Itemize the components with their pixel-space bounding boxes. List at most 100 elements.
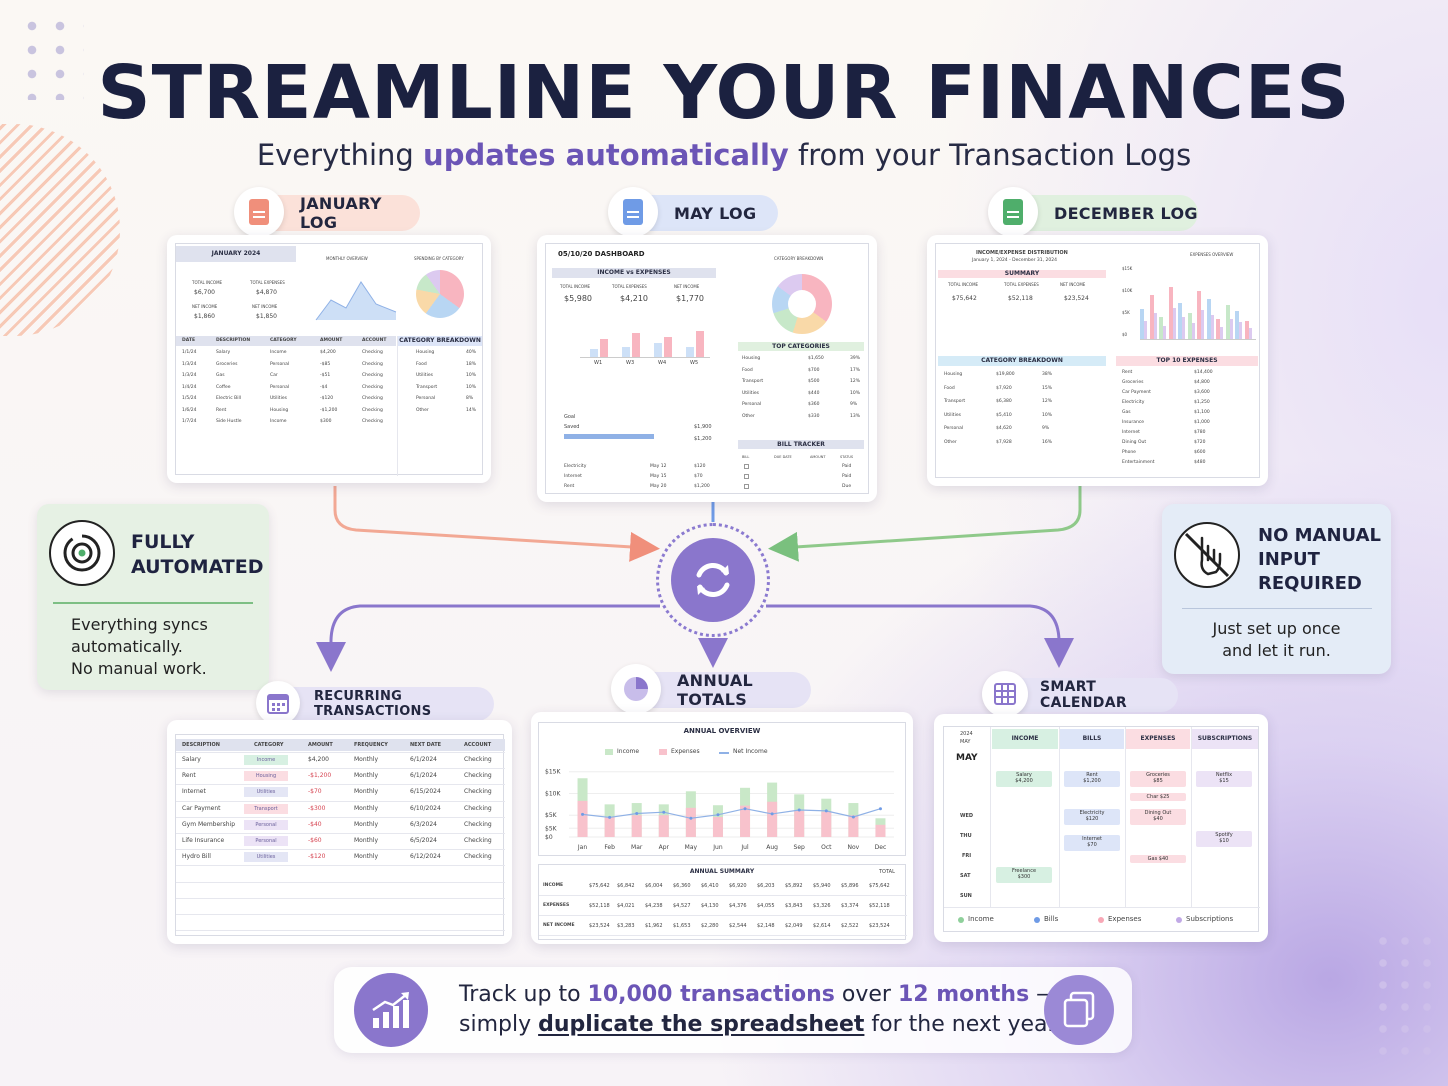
expense-bar	[767, 801, 778, 837]
summary-cell: $6,203	[757, 883, 775, 889]
expense-bar	[1182, 317, 1185, 339]
table-cell: 1/3/24	[182, 373, 197, 378]
expense-amount: $480	[1194, 460, 1206, 465]
table-cell: Monthly	[354, 804, 379, 812]
category-amount: $500	[808, 379, 820, 384]
expense-label: Gas	[1122, 410, 1131, 415]
table-cell: Groceries	[216, 361, 238, 367]
expense-label: Phone	[1122, 450, 1136, 455]
table-cell: -$1,200	[308, 772, 332, 780]
summary-cell: $6,004	[645, 883, 663, 889]
fully-automated-feature: FULLY AUTOMATED Everything syncs automat…	[37, 504, 269, 690]
no-manual-input-feature: NO MANUAL INPUT REQUIRED Just set up onc…	[1162, 504, 1391, 674]
calendar-event[interactable]: Freelance$300	[996, 867, 1052, 883]
calendar-event[interactable]: Groceries$85	[1130, 771, 1186, 787]
x-tick-label: Sep	[794, 844, 806, 851]
calendar-event[interactable]: Internet$70	[1064, 835, 1120, 851]
expense-bar	[1187, 313, 1192, 339]
table-cell: Personal	[270, 361, 290, 367]
summary-cell: $6,842	[617, 883, 635, 889]
december-log-tab[interactable]: DECEMBER LOG	[988, 187, 1198, 237]
grid-icon	[982, 671, 1028, 717]
expense-bar	[685, 807, 696, 837]
expense-bar	[1168, 287, 1173, 339]
expense-bar	[1172, 307, 1176, 339]
calendar-event[interactable]: Dining Out$40	[1130, 809, 1186, 825]
x-tick-label: May	[685, 844, 698, 851]
category-percent: 15%	[1042, 385, 1053, 391]
table-cell: 6/1/2024	[410, 756, 437, 763]
table-cell: Checking	[362, 361, 383, 367]
category-amount: $7,920	[996, 385, 1012, 391]
duplicate-icon[interactable]	[1044, 975, 1114, 1045]
summary-row-label: NET INCOME	[543, 923, 575, 928]
bill-status: Paid	[842, 474, 852, 479]
january-log-tab[interactable]: JANUARY LOG	[234, 187, 420, 237]
category-percent: 38%	[1042, 372, 1053, 377]
column-header: FREQUENCY	[354, 742, 388, 748]
expense-bar	[1244, 321, 1249, 339]
table-cell: 1/7/24	[182, 419, 197, 424]
calendar-event[interactable]: Electricity$120	[1064, 809, 1120, 825]
table-cell: Income	[270, 419, 287, 424]
category-label: Utilities	[742, 390, 759, 396]
bill-checkbox[interactable]	[744, 484, 749, 489]
table-cell: Car	[270, 373, 278, 378]
smart-calendar-tab[interactable]: SMART CALENDAR	[982, 671, 1178, 717]
annual-totals-tab[interactable]: ANNUAL TOTALS	[611, 664, 811, 714]
table-cell: $4,200	[320, 350, 336, 355]
recurring-transactions-tab[interactable]: RECURRING TRANSACTIONS	[256, 681, 494, 725]
summary-cell: $75,642	[869, 883, 890, 889]
bill-checkbox[interactable]	[744, 474, 749, 479]
table-cell: Side Hustle	[216, 419, 242, 424]
expense-bar	[1235, 311, 1239, 339]
summary-cell: $1,962	[645, 923, 663, 929]
summary-cell: $3,374	[841, 903, 859, 909]
calendar-event[interactable]: Char $25	[1130, 793, 1186, 801]
expense-label: Entertainment	[1122, 460, 1155, 465]
table-cell: Personal	[244, 836, 288, 846]
table-cell: Monthly	[354, 820, 379, 828]
expense-bar	[1216, 319, 1220, 339]
expense-amount: $1,250	[1194, 400, 1210, 405]
calendar-event[interactable]: Spotify$10	[1196, 831, 1252, 847]
bill-checkbox[interactable]	[744, 464, 749, 469]
summary-cell: $75,642	[589, 883, 610, 889]
table-cell: Coffee	[216, 384, 231, 390]
december-log-sheet: INCOME/EXPENSE DISTRIBUTION January 1, 2…	[927, 235, 1268, 486]
calendar-event[interactable]: Netflix$15	[1196, 771, 1252, 787]
expense-bar	[1201, 310, 1204, 339]
category-percent: 39%	[850, 356, 861, 361]
expense-bar	[1229, 318, 1233, 339]
table-cell: 6/1/2024	[410, 772, 437, 780]
summary-cell: $6,360	[673, 883, 691, 889]
column-header: CATEGORY	[254, 742, 284, 748]
calendar-event[interactable]: Salary$4,200	[996, 771, 1052, 787]
expense-label: Electricity	[1122, 400, 1145, 405]
summary-cell: $5,940	[813, 883, 831, 889]
table-cell: 6/12/2024	[410, 853, 441, 861]
summary-cell: $4,527	[673, 903, 691, 909]
table-cell: 1/5/24	[182, 396, 197, 401]
calendar-event[interactable]: Gas $40	[1130, 855, 1186, 863]
expense-bar	[1210, 315, 1214, 339]
sheet-icon	[988, 187, 1038, 237]
table-cell: Personal	[270, 384, 290, 390]
growth-chart-icon	[354, 973, 428, 1047]
table-cell: Personal	[244, 819, 288, 830]
category-label: Personal	[742, 402, 762, 407]
column-header: AMOUNT	[320, 338, 343, 343]
table-cell: -$70	[308, 788, 322, 796]
category-label: Other	[416, 407, 429, 413]
column-header: ACCOUNT	[362, 338, 387, 343]
category-percent: 10%	[850, 390, 861, 396]
table-cell: Checking	[464, 853, 492, 861]
table-cell: Monthly	[354, 788, 379, 796]
table-cell: Housing	[244, 771, 288, 782]
column-header: NEXT DATE	[410, 742, 442, 748]
may-log-tab[interactable]: MAY LOG	[608, 187, 778, 237]
expense-amount: $14,400	[1194, 370, 1213, 375]
summary-cell: $4,376	[729, 903, 747, 909]
calendar-event[interactable]: Rent$1,200	[1064, 771, 1120, 787]
